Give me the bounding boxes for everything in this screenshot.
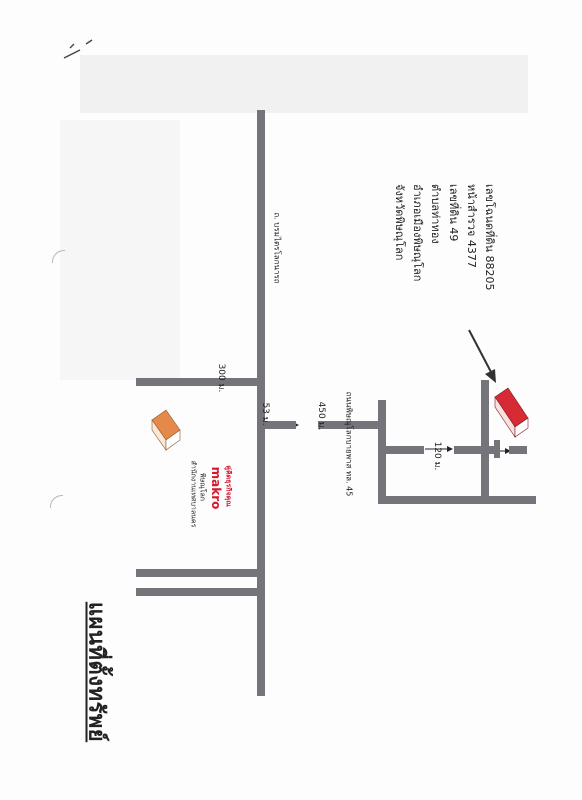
- lane-stub-right: [509, 446, 527, 454]
- direction-arrow-head: [505, 448, 511, 454]
- makro-logo: makro: [209, 466, 223, 510]
- lane-vertical-1: [378, 400, 386, 503]
- punch-hole-mark: [52, 250, 65, 263]
- scan-shade-left: [60, 120, 180, 380]
- lane-vertical-3: [494, 440, 500, 458]
- pen-scribble: [63, 39, 93, 59]
- distance-upper-branch: 300 ม.: [216, 363, 226, 393]
- property-info-line: อำเภอเมืองพิษณุโลก: [411, 184, 424, 282]
- map-title: แผนที่ตั้งทรัพย์: [83, 601, 109, 743]
- upper-branch-road: [136, 378, 260, 386]
- scan-shade-top: [80, 55, 528, 113]
- property-info-line: หน้าสำรวจ 4377: [465, 184, 478, 268]
- office-label-line2: พิษณุโลก: [198, 472, 207, 502]
- lane-horizontal-middle: [386, 446, 424, 454]
- distance-side-road: 450 ม.: [316, 401, 326, 431]
- main-road: [257, 110, 265, 696]
- lane-horizontal-middle-right: [454, 446, 494, 454]
- pointer-arrow-head: [485, 369, 496, 383]
- property-info-line: เลขโฉนดที่ดิน 88205: [483, 184, 496, 291]
- lower-branch-road-2: [136, 588, 260, 596]
- pointer-arrow-line: [468, 329, 492, 373]
- distance-junction: 53 ม.: [260, 402, 270, 426]
- side-road-label: ถนนพิษณุโลกบายพาส ทล. 45: [344, 391, 354, 497]
- side-road-stub: [262, 421, 296, 429]
- distance-lane: 120 ม.: [432, 441, 442, 471]
- property-info-line: ตำบลท่าทอง: [429, 184, 442, 244]
- lane-horizontal-bottom: [378, 496, 536, 504]
- makro-tagline: คู่คิดธุรกิจคุณ: [224, 465, 233, 507]
- property-info-line: เลขที่ดิน 49: [447, 184, 460, 242]
- punch-hole-mark: [50, 495, 63, 508]
- lane-vertical-2: [481, 380, 489, 504]
- main-road-label: ถ. บรมไตรโลกนารถ: [272, 212, 282, 284]
- property-info-block: เลขโฉนดที่ดิน 88205 หน้าสำรวจ 4377 เลขที…: [390, 184, 498, 384]
- direction-arrow-head: [447, 446, 453, 452]
- property-info-line: จังหวัดพิษณุโลก: [393, 184, 406, 261]
- side-road: [318, 421, 384, 429]
- lower-branch-road-1: [136, 569, 260, 577]
